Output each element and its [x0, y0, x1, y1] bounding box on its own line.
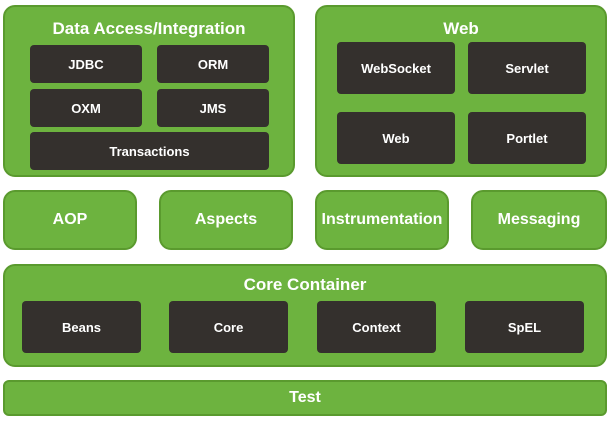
web-box: Web — [337, 112, 455, 164]
core-box: Core — [169, 301, 288, 353]
messaging-module: Messaging — [471, 190, 607, 250]
test-module: Test — [3, 380, 607, 416]
jdbc-box: JDBC — [30, 45, 142, 83]
portlet-box: Portlet — [468, 112, 586, 164]
servlet-box: Servlet — [468, 42, 586, 94]
aop-module: AOP — [3, 190, 137, 250]
oxm-box: OXM — [30, 89, 142, 127]
core-container-panel: Core Container Beans Core Context SpEL — [3, 264, 607, 367]
web-title: Web — [443, 19, 479, 38]
context-box: Context — [317, 301, 436, 353]
jms-box: JMS — [157, 89, 269, 127]
instrumentation-module: Instrumentation — [315, 190, 449, 250]
aspects-module: Aspects — [159, 190, 293, 250]
core-container-title: Core Container — [243, 275, 367, 294]
spel-box: SpEL — [465, 301, 584, 353]
web-panel: Web WebSocket Servlet Web Portlet — [315, 5, 607, 177]
beans-box: Beans — [22, 301, 141, 353]
data-access-integration-title: Data Access/Integration — [52, 19, 246, 38]
websocket-box: WebSocket — [337, 42, 455, 94]
orm-box: ORM — [157, 45, 269, 83]
transactions-box: Transactions — [30, 132, 269, 170]
data-access-integration-panel: Data Access/Integration JDBC ORM OXM JMS… — [3, 5, 295, 177]
